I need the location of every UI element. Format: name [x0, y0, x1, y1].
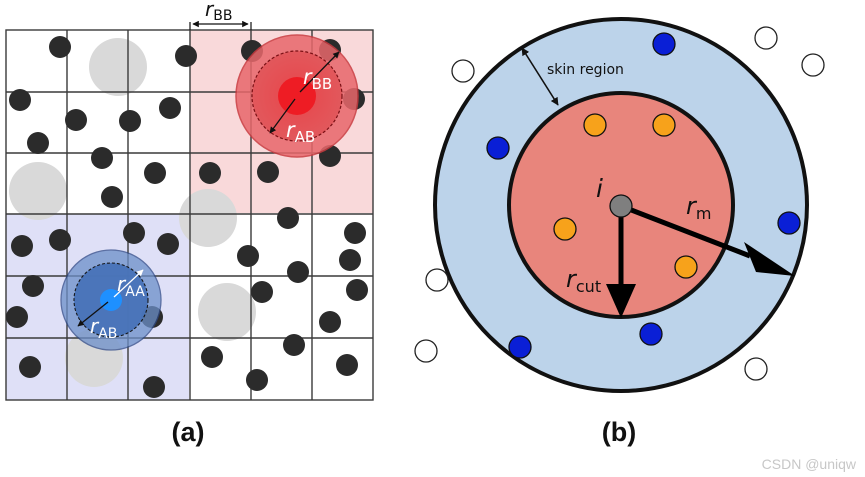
black-particle — [257, 161, 279, 183]
red-center-particle — [278, 77, 316, 115]
watermark: CSDN @uniqw — [762, 456, 857, 472]
black-particle — [319, 311, 341, 333]
black-particle — [144, 162, 166, 184]
black-particle — [237, 245, 259, 267]
black-particle — [277, 207, 299, 229]
black-particle — [157, 233, 179, 255]
r-m-arrow-shaft — [620, 203, 751, 259]
black-particle — [19, 356, 41, 378]
skin-particles — [486, 32, 801, 359]
black-particle — [246, 369, 268, 391]
gray-particle — [89, 38, 147, 96]
outside-particle — [425, 268, 449, 292]
black-particle — [199, 162, 221, 184]
black-particle — [336, 354, 358, 376]
skin-particle — [639, 322, 663, 346]
panel-a-caption: (a) — [172, 417, 205, 447]
black-particle — [339, 249, 361, 271]
black-particle — [27, 132, 49, 154]
black-particle — [123, 222, 145, 244]
outside-particle — [451, 59, 475, 83]
black-particle — [22, 275, 44, 297]
black-particle — [91, 147, 113, 169]
r-bb-circle-label: rBB — [303, 65, 332, 93]
skin-region-arrow — [521, 47, 559, 106]
neighbor-particle — [674, 255, 698, 279]
skin-particle — [652, 32, 676, 56]
r-bb-top-label: rBB — [205, 0, 232, 24]
black-particle — [143, 376, 165, 398]
black-particle — [49, 229, 71, 251]
black-particle — [49, 36, 71, 58]
black-particle — [101, 186, 123, 208]
skin-region-label: skin region — [547, 62, 624, 78]
neighbor-particles — [553, 113, 698, 279]
central-particle — [609, 194, 633, 218]
black-particle — [6, 306, 28, 328]
outside-particle — [754, 26, 778, 50]
black-particle — [201, 346, 223, 368]
black-particle — [9, 89, 31, 111]
r-m-label: rm — [686, 192, 711, 223]
r-cut-arrow-head — [606, 284, 636, 318]
r-cut-label: rcut — [566, 265, 601, 296]
black-particle — [175, 45, 197, 67]
outside-particle — [801, 53, 825, 77]
panel-a: rBB rAB rAA rAB rBB (a) — [5, 0, 374, 447]
outside-particle — [744, 357, 768, 381]
neighbor-particle — [553, 217, 577, 241]
black-particle — [251, 281, 273, 303]
r-ab-arrow-red — [269, 98, 296, 134]
r-aa-label: rAA — [117, 272, 145, 300]
panel-b: skin region i rcut rm (b) — [414, 17, 825, 447]
neighbor-particle — [652, 113, 676, 137]
r-m-arrow-head — [744, 242, 795, 276]
r-aa-arrow — [113, 269, 144, 298]
skin-particle — [508, 335, 532, 359]
black-particle — [287, 261, 309, 283]
gray-particle — [198, 283, 256, 341]
central-particle-label: i — [596, 174, 603, 203]
black-particle — [346, 279, 368, 301]
panel-b-caption: (b) — [602, 417, 636, 447]
outside-particles — [414, 26, 825, 381]
r-ab-red-label: rAB — [286, 118, 315, 146]
black-particle — [283, 334, 305, 356]
skin-particle — [777, 211, 801, 235]
r-bb-dimension: rBB — [189, 0, 252, 30]
gray-particle — [9, 162, 67, 220]
r-bb-arrow — [299, 51, 340, 93]
gray-particle — [179, 189, 237, 247]
black-particle — [159, 97, 181, 119]
black-particle — [11, 235, 33, 257]
black-particle — [344, 222, 366, 244]
neighbor-particle — [583, 113, 607, 137]
black-particle — [119, 110, 141, 132]
skin-particle — [486, 136, 510, 160]
black-particle — [65, 109, 87, 131]
outside-particle — [414, 339, 438, 363]
red-neighbor-region: rBB rAB — [235, 34, 359, 158]
r-ab-blue-label: rAB — [90, 314, 117, 342]
r-ab-arrow-blue — [77, 301, 109, 327]
blue-neighbor-region: rAA rAB — [60, 249, 162, 351]
